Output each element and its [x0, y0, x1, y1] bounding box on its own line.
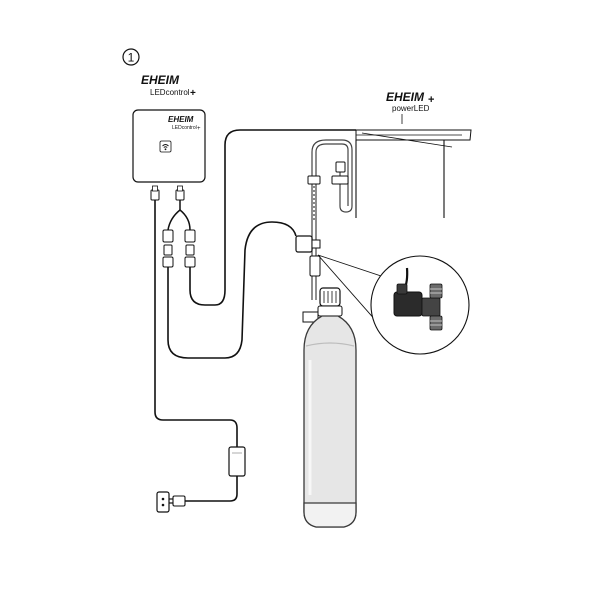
controller-product: LEDcontrol	[150, 88, 190, 97]
bubble-counter	[307, 175, 321, 222]
controller-panel-plus: +	[197, 126, 201, 132]
co2-cylinder-icon	[303, 315, 357, 528]
splitter-connectors	[162, 229, 196, 268]
light-plus: +	[428, 94, 434, 106]
solenoid-cable	[167, 221, 297, 359]
co2-tubing	[311, 139, 353, 300]
led-controller-box: EHEIM LEDcontrol +	[132, 109, 206, 183]
pressure-regulator	[302, 287, 343, 323]
y-splitter-cable	[167, 200, 191, 231]
check-valve	[331, 161, 349, 185]
solenoid-valve-icon	[295, 235, 321, 277]
wifi-icon	[159, 140, 172, 153]
controller-panel-brand: EHEIM	[168, 115, 194, 124]
controller-panel-product: LEDcontrol	[172, 125, 197, 131]
light-brand: EHEIM	[386, 90, 425, 104]
power-cable	[154, 200, 238, 447]
controller-logo: EHEIM LEDcontrol +	[141, 73, 196, 99]
step-badge: 1	[122, 48, 140, 66]
outlet-cable	[185, 476, 238, 502]
controller-plugs	[150, 185, 185, 201]
light-cable	[189, 129, 356, 306]
wall-outlet-icon	[156, 491, 170, 513]
plug-icon	[169, 495, 186, 507]
aquarium-tank	[355, 140, 445, 218]
light-logo: EHEIM powerLED +	[386, 90, 434, 124]
light-product: powerLED	[392, 104, 430, 113]
solenoid-detail-callout	[370, 255, 470, 355]
power-adapter-icon	[228, 446, 246, 477]
controller-brand: EHEIM	[141, 73, 180, 87]
step-number: 1	[128, 51, 135, 65]
controller-plus: +	[190, 88, 196, 99]
power-led-light	[355, 129, 472, 148]
